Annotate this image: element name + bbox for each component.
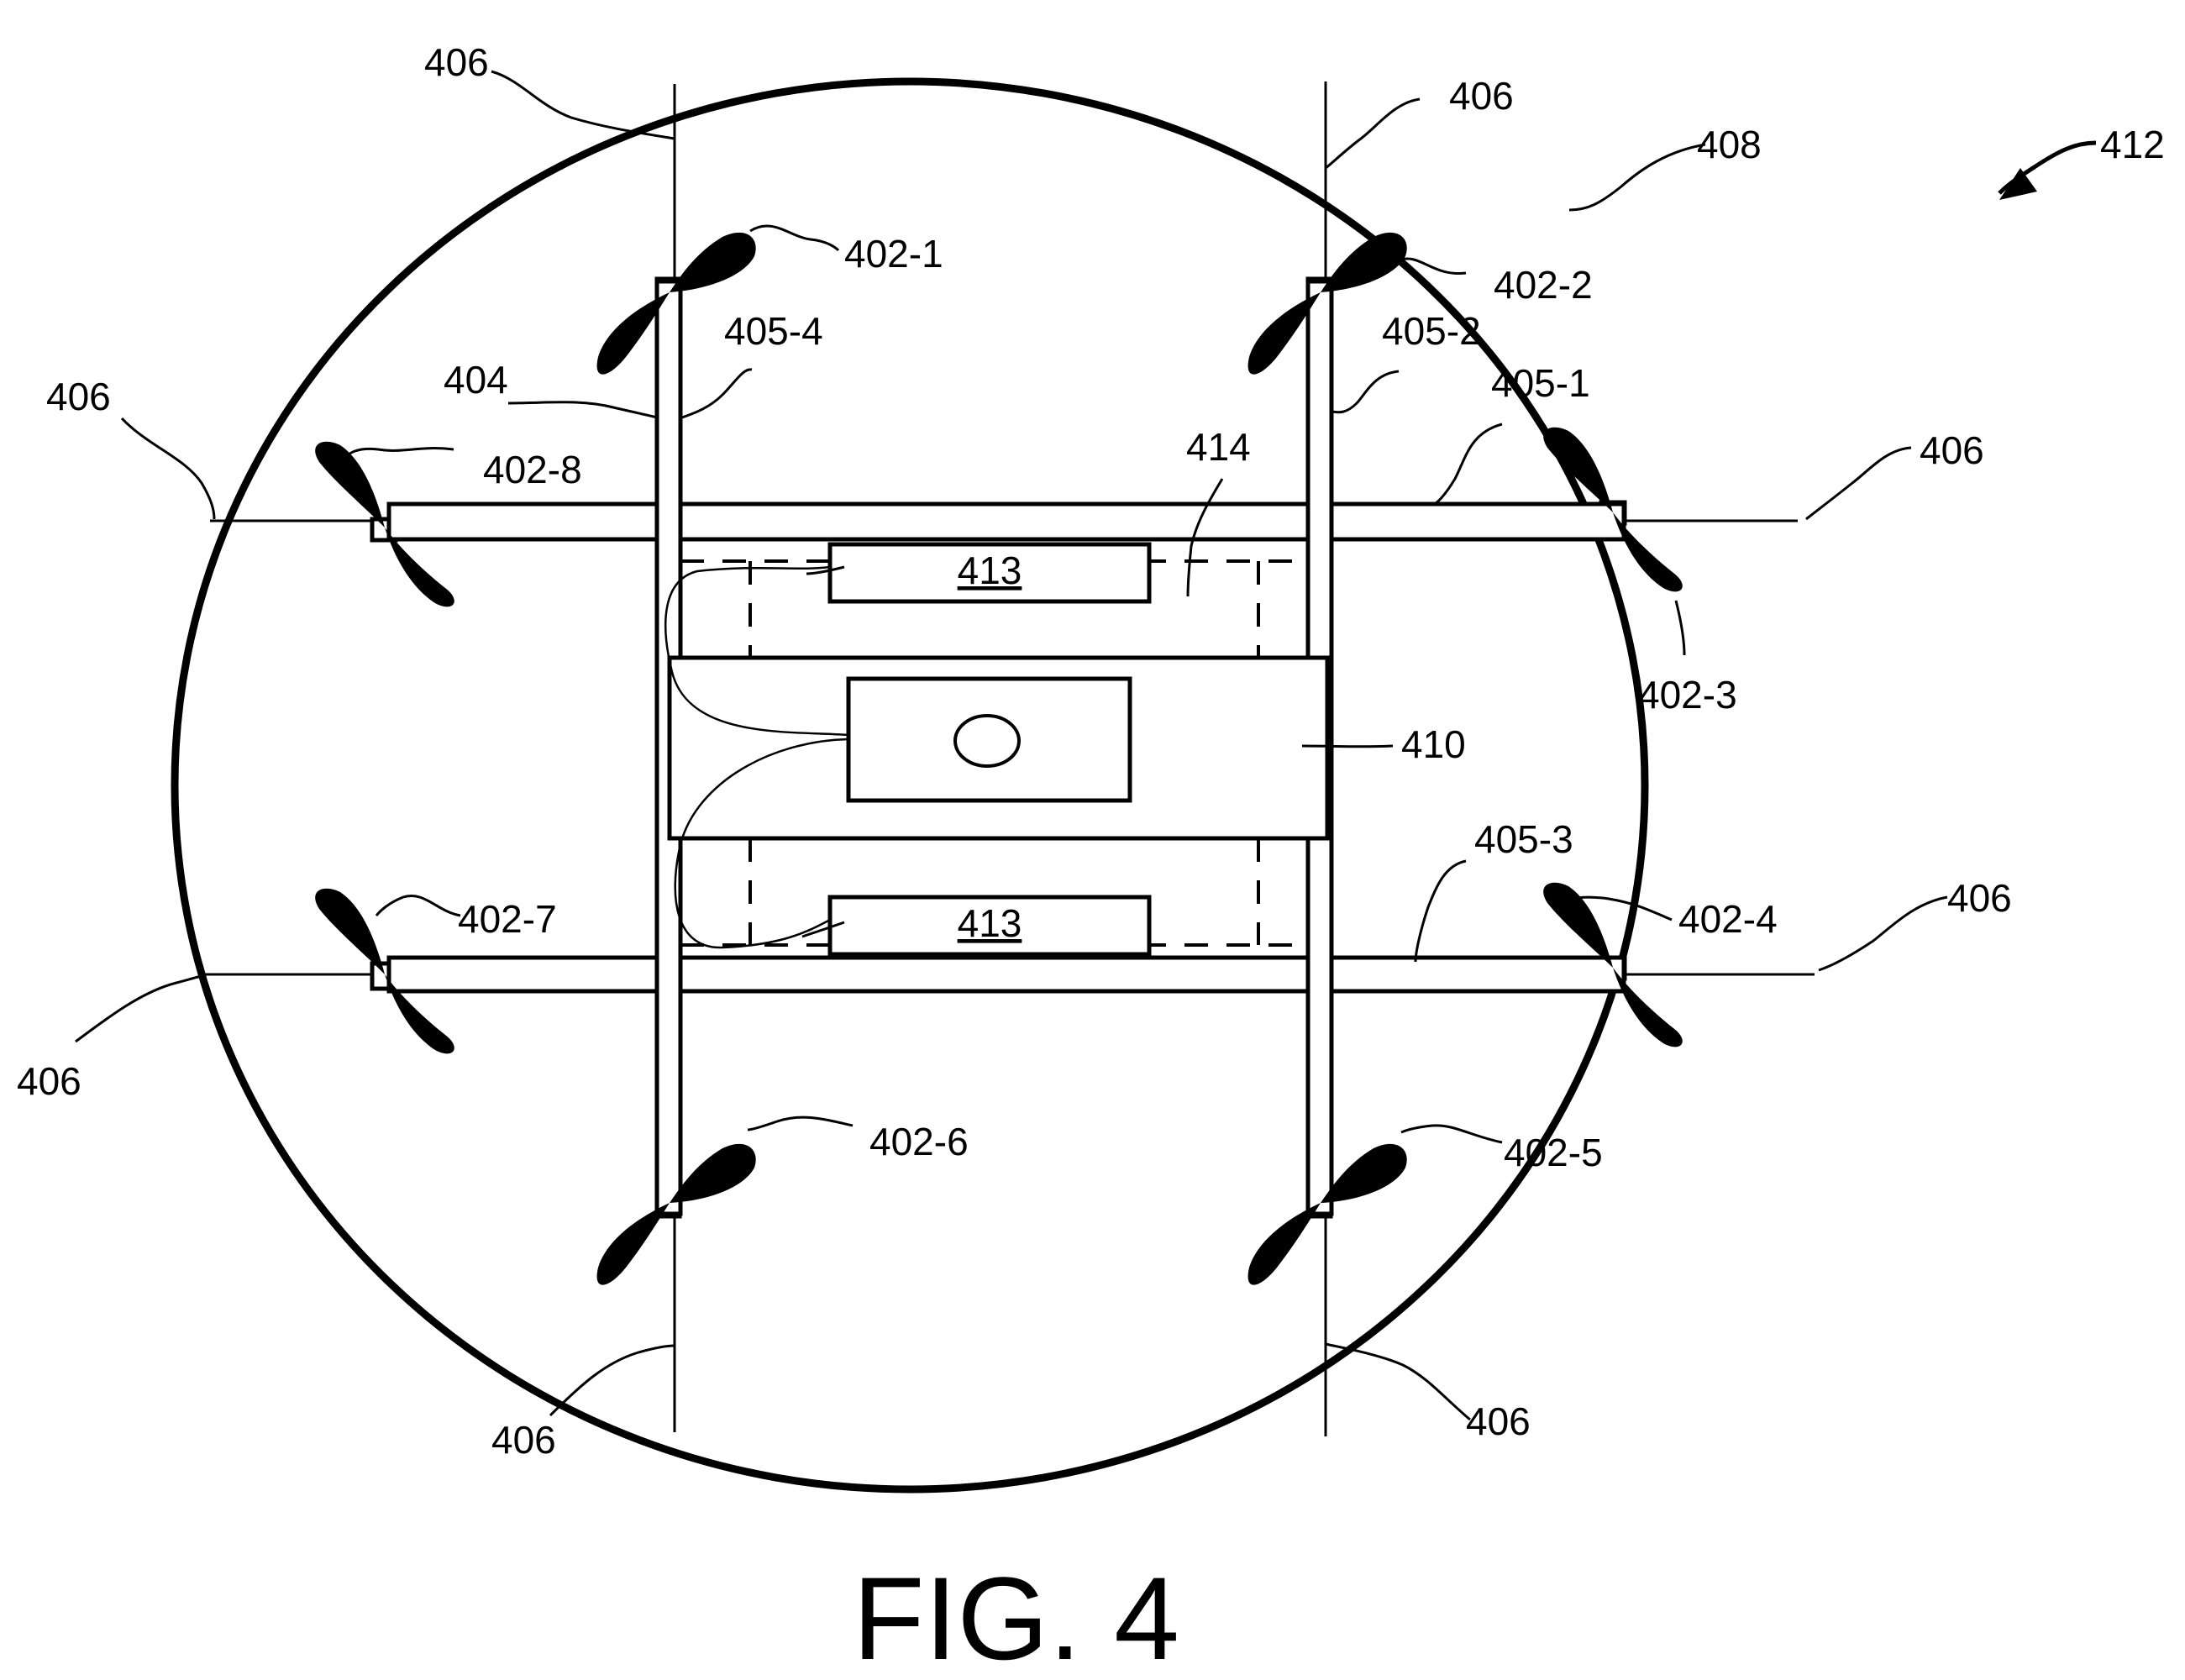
label-410: 410 bbox=[1401, 722, 1466, 766]
label-405-1: 405-1 bbox=[1491, 361, 1590, 405]
label-402-6: 402-6 bbox=[869, 1120, 969, 1163]
label-412: 412 bbox=[2100, 123, 2165, 166]
label-402-4: 402-4 bbox=[1678, 897, 1778, 941]
label-414: 414 bbox=[1186, 425, 1251, 469]
label-413-lower: 413 bbox=[958, 901, 1022, 945]
figure-caption: FIG. 4 bbox=[853, 1552, 1179, 1676]
label-406-left-upper: 406 bbox=[46, 375, 111, 418]
label-405-3: 405-3 bbox=[1474, 817, 1573, 861]
label-402-5: 402-5 bbox=[1504, 1131, 1603, 1174]
boom-405-3 bbox=[389, 958, 1624, 991]
label-406-left-lower: 406 bbox=[17, 1059, 81, 1103]
label-405-2: 405-2 bbox=[1382, 309, 1481, 353]
label-405-4: 405-4 bbox=[724, 309, 823, 353]
label-408: 408 bbox=[1697, 123, 1762, 166]
label-406-top-right: 406 bbox=[1449, 74, 1514, 118]
label-402-2: 402-2 bbox=[1494, 263, 1593, 307]
label-406-right-upper: 406 bbox=[1920, 428, 1984, 472]
label-406-bottom-right: 406 bbox=[1466, 1399, 1531, 1443]
label-406-top-left: 406 bbox=[424, 40, 489, 84]
arrow-412-head bbox=[1999, 168, 2037, 200]
label-402-1: 402-1 bbox=[844, 232, 943, 276]
label-406-bottom-left: 406 bbox=[491, 1418, 556, 1462]
controller-box bbox=[848, 679, 1130, 801]
label-402-3: 402-3 bbox=[1638, 673, 1737, 717]
label-406-right-lower: 406 bbox=[1947, 876, 2012, 920]
label-413-upper: 413 bbox=[958, 549, 1022, 592]
boom-405-1 bbox=[389, 504, 1624, 539]
label-402-7: 402-7 bbox=[458, 897, 557, 941]
label-402-8: 402-8 bbox=[483, 448, 582, 491]
label-404: 404 bbox=[444, 358, 508, 402]
